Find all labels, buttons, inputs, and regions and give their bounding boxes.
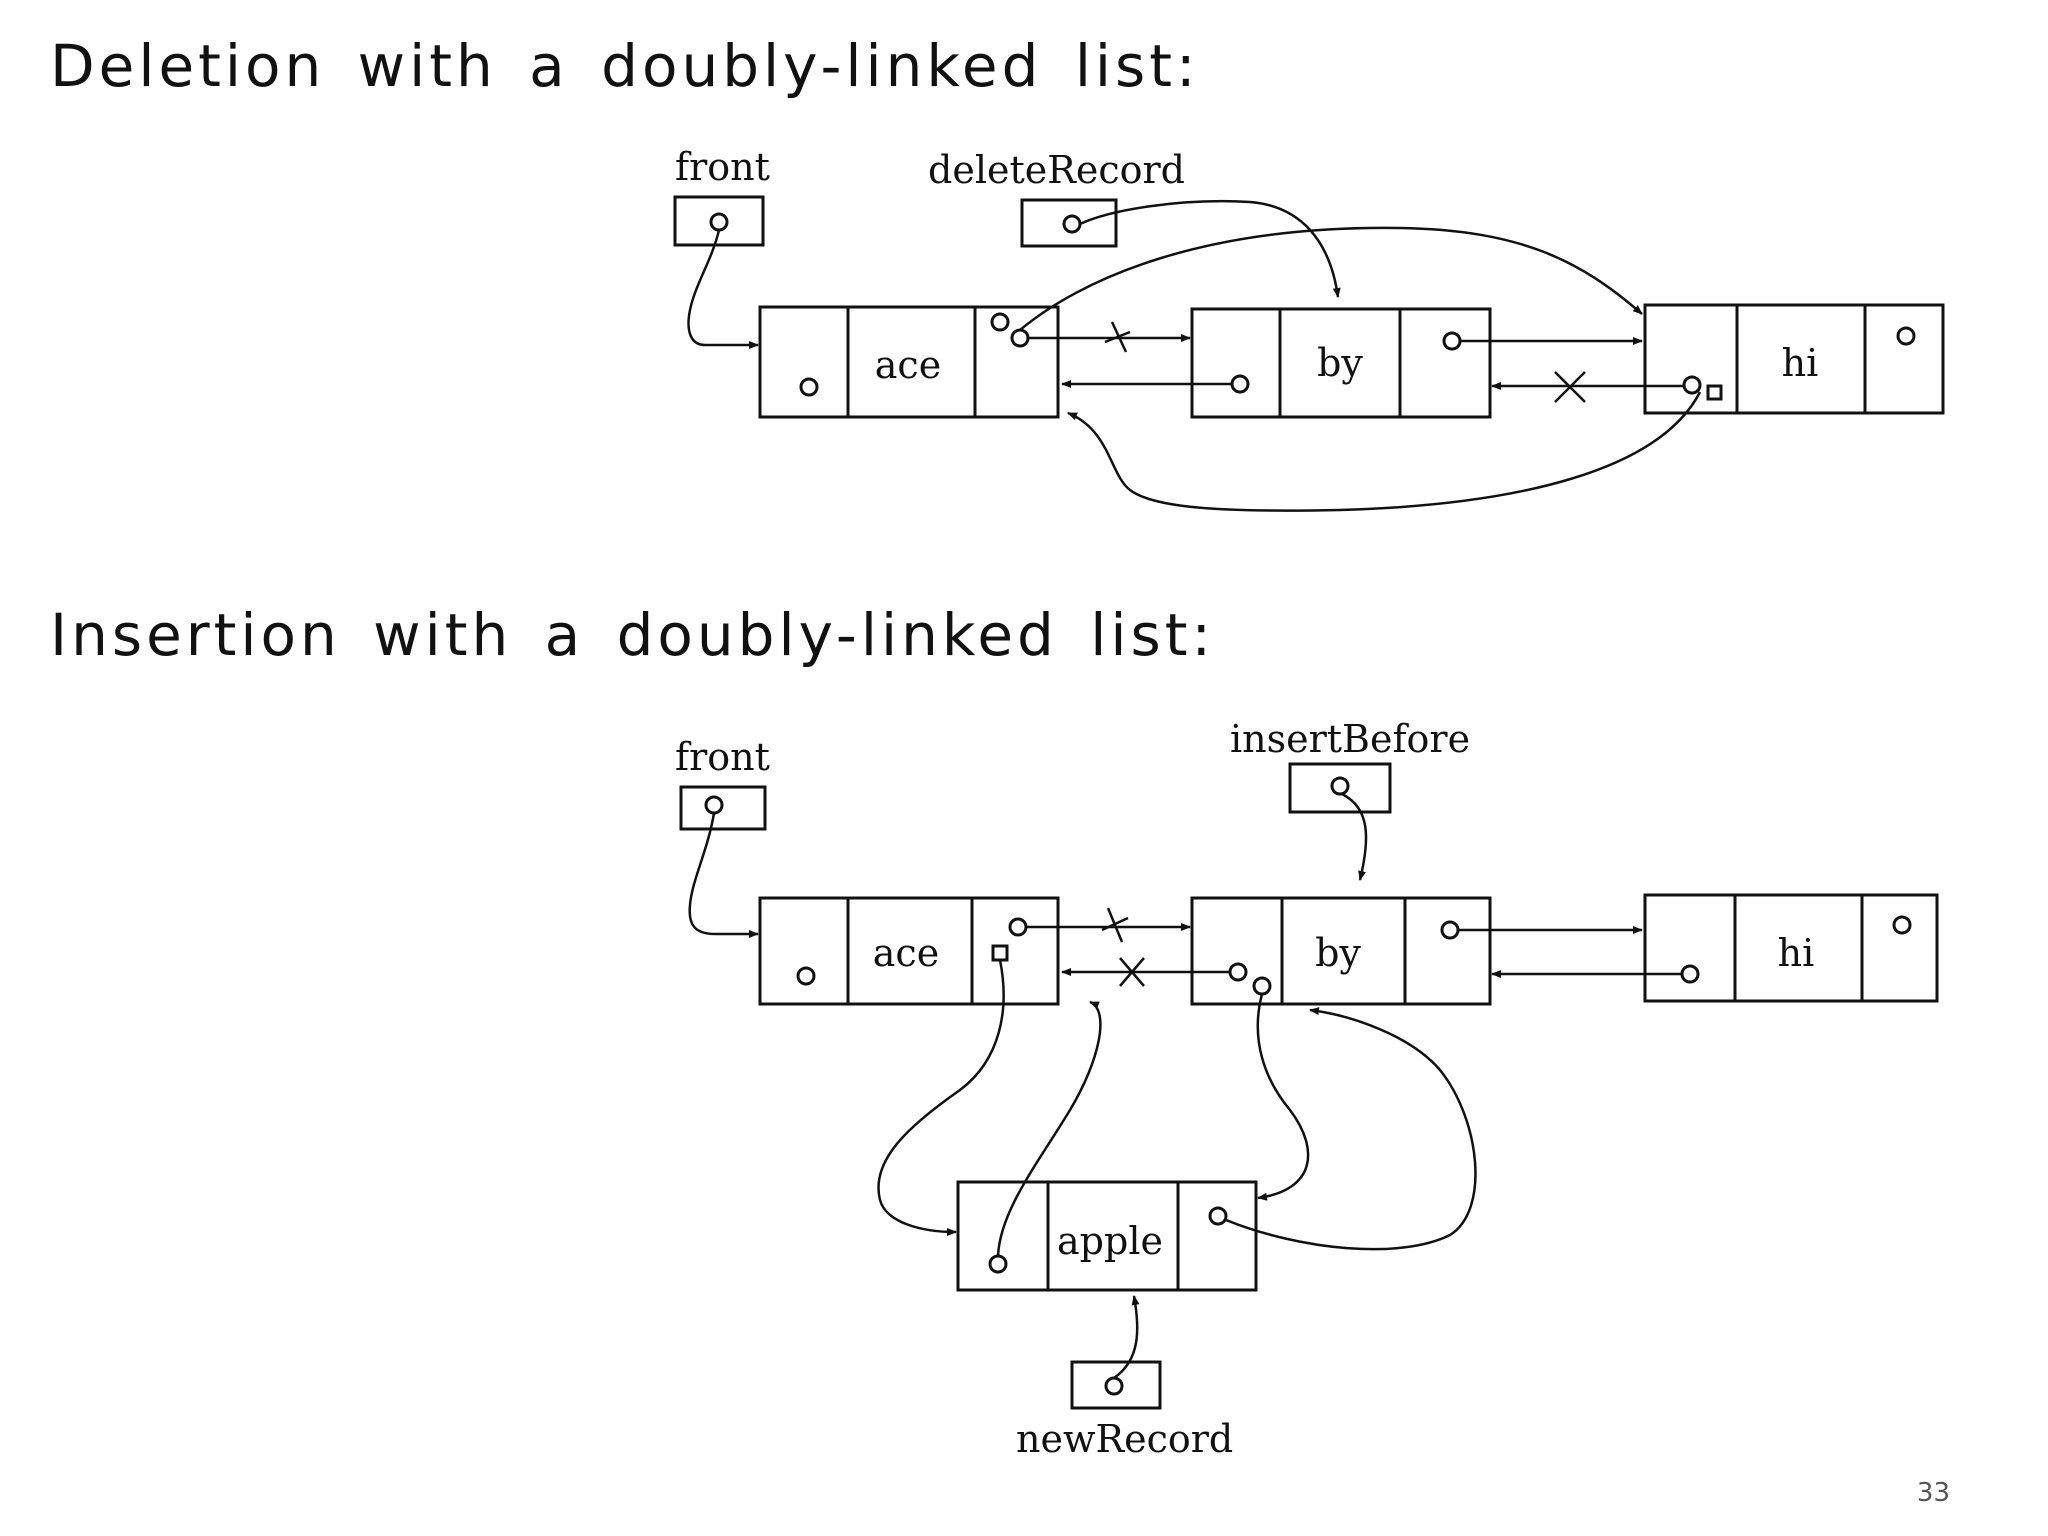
ins-hi-next-dot	[1892, 915, 1912, 935]
deletion-front-label: front	[675, 145, 770, 189]
ace-next-dot-new	[1010, 328, 1030, 348]
delete-record-label: deleteRecord	[928, 148, 1185, 192]
new-record-label: newRecord	[1016, 1417, 1233, 1461]
deletion-diagram: front deleteRecord ace	[673, 145, 1945, 512]
deletion-node-hi-label: hi	[1782, 341, 1819, 385]
insertion-node-ace: ace	[758, 896, 1060, 1006]
insertion-front-label: front	[675, 735, 770, 779]
insertion-node-by: by	[1190, 896, 1492, 1006]
ins-ace-next-square	[991, 944, 1009, 962]
insertion-cross-next	[1101, 907, 1129, 943]
deletion-front-box	[673, 195, 765, 247]
ins-by-prev-dot-new	[1252, 976, 1272, 996]
insertion-front-dot	[704, 795, 724, 815]
insertion-node-apple-label: apple	[1057, 1219, 1163, 1263]
new-record-pointer: newRecord	[1016, 1360, 1233, 1461]
ace-next-dot-old	[990, 312, 1010, 332]
ins-ace-prev-dot	[796, 966, 816, 986]
by-next-dot	[1442, 331, 1462, 351]
insert-before-dot	[1330, 776, 1350, 796]
apple-to-ace-arrow	[996, 1000, 1102, 1257]
new-record-dot	[1104, 1376, 1124, 1396]
deletion-front-dot	[709, 212, 729, 232]
apple-next-dot	[1208, 1206, 1228, 1226]
deletion-node-by-label: by	[1317, 341, 1363, 385]
deletion-front-arrow	[687, 229, 759, 349]
deletion-front-pointer: front	[673, 145, 770, 247]
insertion-diagram: front insertBefore ace	[675, 717, 1939, 1461]
deletion-node-by: by	[1190, 307, 1492, 419]
insertion-node-apple: apple	[956, 1180, 1258, 1292]
apple-to-by-arrow	[1225, 1007, 1477, 1251]
deletion-node-ace-label: ace	[875, 343, 941, 387]
insert-before-arrow	[1341, 792, 1368, 881]
insertion-heading: Insertion with a doubly-linked list:	[50, 601, 1216, 669]
hi-next-dot	[1896, 326, 1916, 346]
ins-by-prev-dot-old	[1228, 962, 1248, 982]
delete-record-arrow	[1079, 199, 1341, 298]
deletion-node-ace: ace	[758, 305, 1060, 419]
deletion-heading: Deletion with a doubly-linked list:	[50, 32, 1200, 100]
page-number: 33	[1916, 1478, 1950, 1508]
hi-prev-dot	[1682, 375, 1702, 395]
insertion-node-by-label: by	[1315, 931, 1361, 975]
by-prev-dot	[1230, 374, 1250, 394]
insert-before-pointer: insertBefore	[1230, 717, 1470, 814]
ins-front-arrow	[688, 812, 759, 938]
ins-hi-prev-dot	[1680, 964, 1700, 984]
new-record-arrow	[1113, 1295, 1140, 1380]
ins-ace-next-dot	[1008, 917, 1028, 937]
hi-prev-square	[1706, 384, 1723, 401]
hi-bypass-prev-arrow	[1067, 391, 1702, 512]
deletion-cross-next	[1104, 321, 1131, 353]
ins-by-next-dot	[1440, 920, 1460, 940]
ace-bypass-next-arrow	[1019, 226, 1643, 331]
ace-prev-dot	[799, 377, 819, 397]
deletion-record-pointer: deleteRecord	[928, 148, 1185, 248]
deletion-node-hi: hi	[1643, 303, 1945, 415]
apple-prev-dot	[988, 1254, 1008, 1274]
insertion-node-ace-label: ace	[873, 931, 939, 975]
by-to-apple-arrow	[1256, 993, 1310, 1201]
insertion-node-hi: hi	[1643, 893, 1939, 1003]
ace-to-apple-arrow	[877, 959, 1005, 1236]
insert-before-label: insertBefore	[1230, 717, 1470, 761]
delete-record-dot	[1062, 214, 1082, 234]
insertion-cross-prev	[1119, 957, 1145, 987]
deletion-cross-prev	[1554, 371, 1586, 403]
insertion-front-pointer: front	[675, 735, 770, 831]
insertion-node-hi-label: hi	[1778, 931, 1815, 975]
